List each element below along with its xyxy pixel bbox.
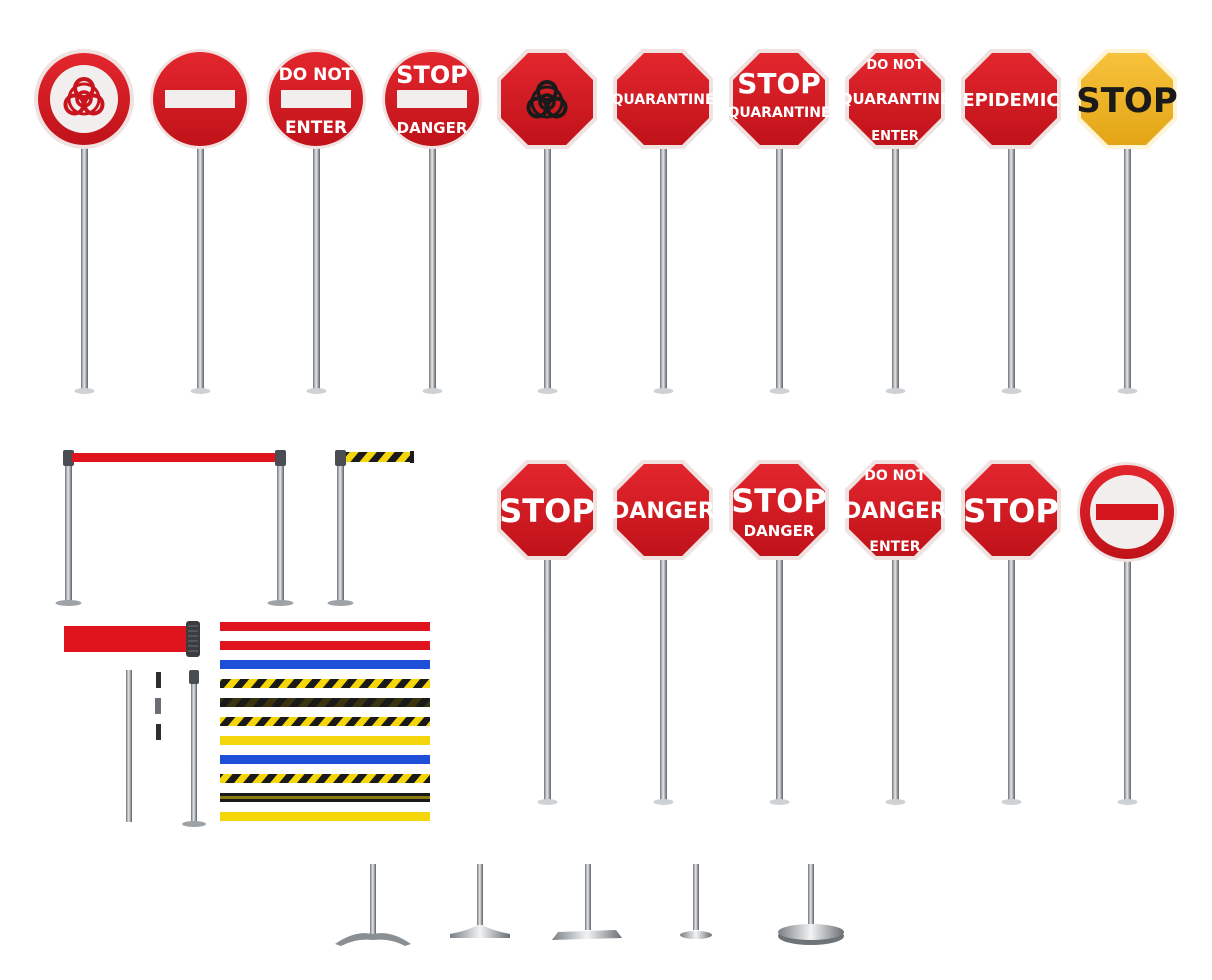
pole-bases [335,864,844,946]
sign-text-line: EPIDEMIC [962,90,1059,111]
sign-text-line: ENTER [871,129,919,144]
sign-no-entry-2 [1077,462,1177,562]
sign-text-line: DO NOT [279,65,354,85]
barrier-tapes [220,622,430,821]
sign-text-line: DANGER [611,499,715,524]
sign-text-line: QUARANTINE [727,105,830,121]
sign-text-line: STOP [737,67,821,100]
sign-text-line: DANGER [397,119,468,137]
sign-text-line: ENTER [285,118,347,138]
tripod-base [335,864,411,946]
bottom-row-poles [537,555,1138,805]
sign-stop-danger: STOP DANGER [729,460,829,560]
sign-text-line: DANGER [744,522,815,540]
sign-stop-yellow: STOP [1076,49,1178,149]
sign-do-not-enter: DO NOT ENTER [266,49,366,149]
top-row-poles [74,140,1138,394]
sign-text-line: ENTER [869,539,920,555]
sign-stop-quarantine: STOP QUARANTINE [727,49,831,149]
sign-text-line: DO NOT [864,468,926,484]
sign-text-line: STOP [1076,81,1178,121]
sign-text-line: DO NOT [866,58,923,73]
sign-text-line: QUARANTINE [840,90,950,108]
sign-stop-1: STOP [497,460,597,560]
sign-text-line: STOP [396,61,468,89]
sign-biohazard-octagon [497,49,597,149]
sign-text-line: STOP [499,492,595,530]
sign-biohazard-circle [34,49,134,149]
sign-do-not-danger-enter: DO NOT DANGER ENTER [843,460,947,560]
small-disc-base [680,864,712,939]
sign-epidemic: EPIDEMIC [961,49,1061,149]
sign-quarantine: QUARANTINE [611,49,715,149]
sign-stop-danger-circle: STOP DANGER [382,49,482,149]
sign-danger: DANGER [611,460,715,560]
sign-text-line: DANGER [843,499,947,524]
sign-text-line: STOP [963,492,1059,530]
sign-no-entry [150,49,250,149]
cone-base [450,864,510,938]
sign-text-line: STOP [731,482,827,520]
flat-plate-base [552,864,622,940]
sign-stop-2: STOP [961,460,1061,560]
sign-text-line: QUARANTINE [611,92,714,108]
stanchion-set [55,450,414,827]
round-disc-base [778,864,844,945]
sign-do-not-quarantine-enter: DO NOT QUARANTINE ENTER [840,49,950,149]
